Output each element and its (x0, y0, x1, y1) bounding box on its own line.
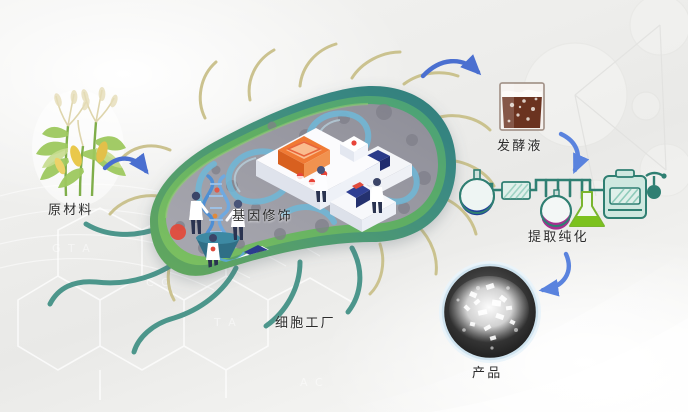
label-extraction-purification: 提取纯化 (528, 230, 589, 245)
label-raw-material: 原材料 (48, 203, 94, 218)
label-fermentation-broth: 发酵液 (497, 139, 543, 154)
svg-text:T A: T A (213, 316, 238, 329)
arrow-raw-to-cell (102, 152, 149, 175)
arrow-purification-to-product (538, 251, 571, 297)
svg-text:G T A: G T A (52, 242, 92, 255)
label-genetic-modification: 基因修饰 (232, 209, 293, 224)
svg-text:C G: C G (146, 276, 172, 289)
arrow-cell-to-broth (420, 54, 482, 79)
arrow-broth-to-purification (558, 131, 590, 175)
svg-text:A C: A C (300, 376, 325, 389)
label-product: 产品 (472, 366, 503, 381)
label-cell-factory: 细胞工厂 (275, 316, 336, 331)
